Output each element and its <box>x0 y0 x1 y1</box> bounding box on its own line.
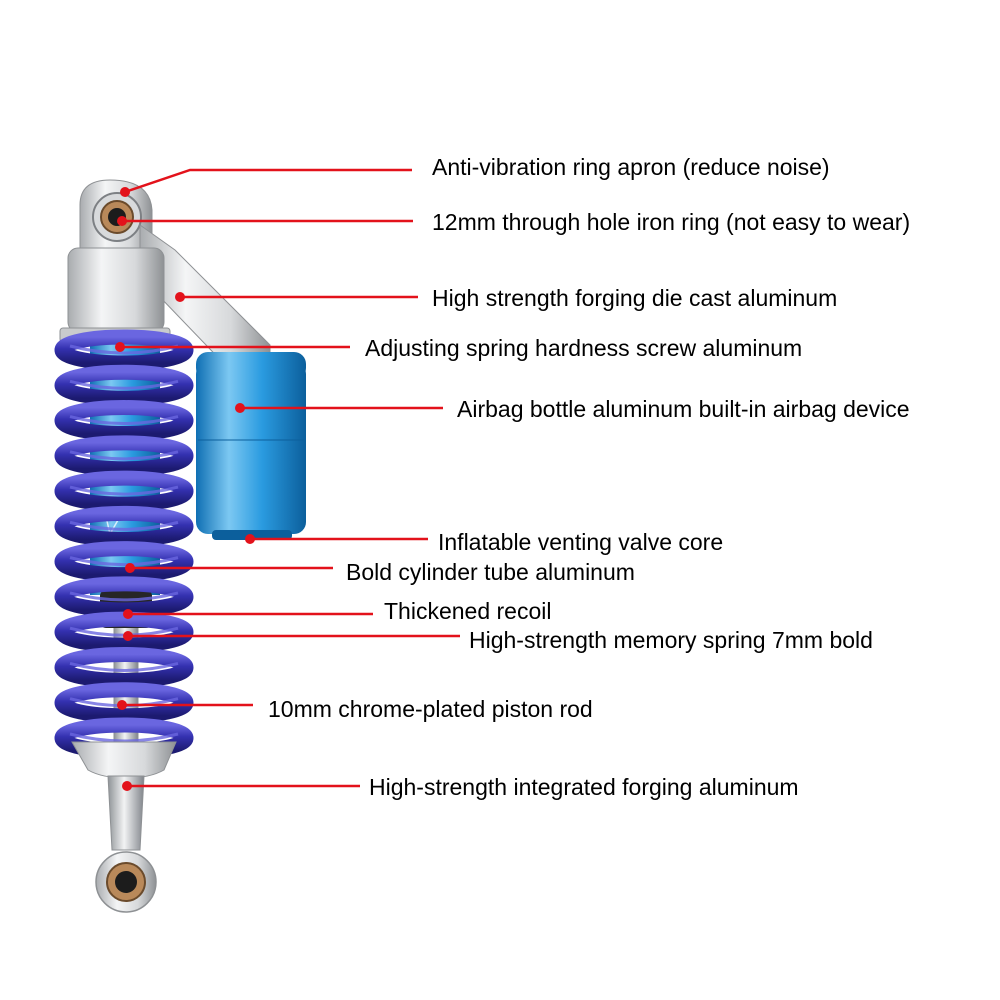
callout-valve: Inflatable venting valve core <box>245 529 723 555</box>
spring-coil <box>54 541 194 583</box>
callout-recoil: Thickened recoil <box>123 598 551 624</box>
spring-coil <box>54 576 194 618</box>
label-iron-ring: 12mm through hole iron ring (not easy to… <box>432 209 910 235</box>
spring-coil-highlight <box>69 520 179 531</box>
spring-coil <box>54 682 194 724</box>
spring-coil <box>54 646 194 688</box>
label-forging: High-strength integrated forging aluminu… <box>369 774 799 800</box>
spring-coil-highlight <box>69 591 179 602</box>
spring <box>54 329 194 759</box>
callout-dot <box>235 403 245 413</box>
label-cylinder: Bold cylinder tube aluminum <box>346 559 635 585</box>
callout-dot <box>123 609 133 619</box>
spring-coil <box>54 505 194 547</box>
label-screw: Adjusting spring hardness screw aluminum <box>365 335 802 361</box>
callout-dot <box>122 781 132 791</box>
spring-coil-highlight <box>69 485 179 496</box>
spring-coil <box>54 329 194 371</box>
top-cap <box>67 247 165 333</box>
callout-airbag: Airbag bottle aluminum built-in airbag d… <box>235 396 910 422</box>
lower-spring-seat <box>71 741 177 779</box>
shock-absorber <box>54 179 306 913</box>
callout-dot <box>123 631 133 641</box>
label-rod: 10mm chrome-plated piston rod <box>268 696 593 722</box>
callout-cylinder: Bold cylinder tube aluminum <box>125 559 635 585</box>
label-recoil: Thickened recoil <box>384 598 551 624</box>
bottom-mount-eye <box>95 851 157 913</box>
spring-coil <box>54 611 194 653</box>
callout-forging: High-strength integrated forging aluminu… <box>122 774 799 800</box>
callout-dot <box>117 216 127 226</box>
lower-forged-body <box>107 775 145 851</box>
callout-dot <box>117 700 127 710</box>
spring-coil-highlight <box>69 344 179 355</box>
callout-apron: Anti-vibration ring apron (reduce noise) <box>120 154 830 197</box>
callout-rod: 10mm chrome-plated piston rod <box>117 696 593 722</box>
label-apron: Anti-vibration ring apron (reduce noise) <box>432 154 830 180</box>
spring-coil-highlight <box>69 415 179 425</box>
callout-dot <box>175 292 185 302</box>
callout-die-cast: High strength forging die cast aluminum <box>175 285 837 311</box>
label-airbag: Airbag bottle aluminum built-in airbag d… <box>457 396 910 422</box>
spring-coil-highlight <box>69 450 179 461</box>
spring-coil <box>54 470 194 512</box>
label-spring: High-strength memory spring 7mm bold <box>469 627 873 653</box>
airbag-reservoir <box>196 352 306 540</box>
callout-dot <box>125 563 135 573</box>
callout-iron-ring: 12mm through hole iron ring (not easy to… <box>117 209 910 235</box>
callout-dot <box>120 187 130 197</box>
spring-coil <box>54 435 194 477</box>
callout-spring: High-strength memory spring 7mm bold <box>123 627 873 653</box>
spring-coil-highlight <box>69 379 179 390</box>
spring-coil-highlight <box>69 732 179 743</box>
spring-coil <box>54 364 194 406</box>
label-die-cast: High strength forging die cast aluminum <box>432 285 837 311</box>
spring-coil <box>54 400 194 442</box>
label-valve: Inflatable venting valve core <box>438 529 723 555</box>
annotations: Anti-vibration ring apron (reduce noise)… <box>115 154 910 800</box>
callout-dot <box>245 534 255 544</box>
callout-dot <box>115 342 125 352</box>
callout-screw: Adjusting spring hardness screw aluminum <box>115 335 802 361</box>
spring-coil-highlight <box>69 556 179 567</box>
spring-coil-highlight <box>69 662 179 672</box>
